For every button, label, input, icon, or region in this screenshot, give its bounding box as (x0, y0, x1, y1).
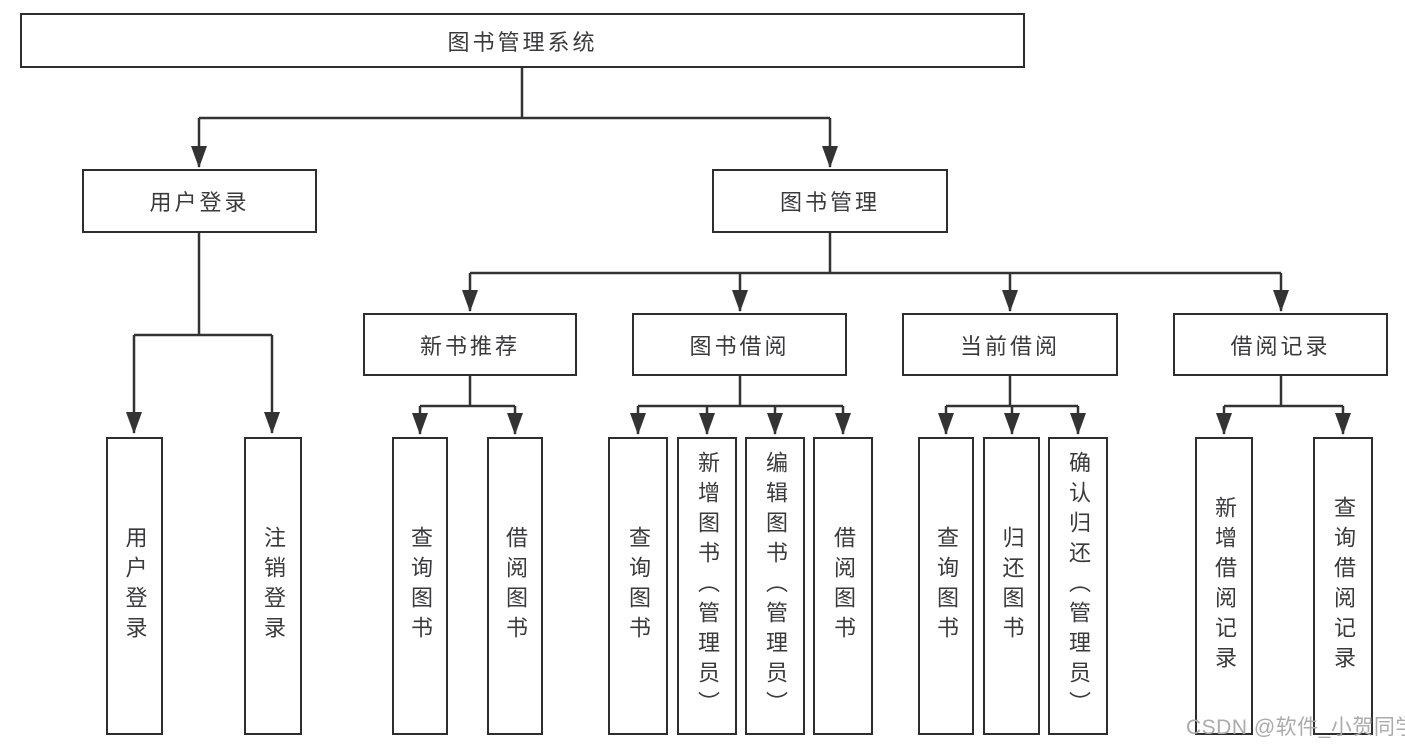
node-edit-books-admin-label: 编辑图书（管理员） (763, 451, 788, 721)
node-user-login: 用户登录 (82, 169, 317, 233)
node-query-books-borrow-label: 查询图书 (626, 526, 651, 646)
node-new-book-recommend-label: 新书推荐 (419, 333, 520, 359)
node-add-books-admin: 新增图书（管理员） (677, 437, 737, 735)
node-query-borrow-record: 查询借阅记录 (1313, 437, 1373, 735)
node-current-borrow: 当前借阅 (902, 313, 1118, 376)
node-add-borrow-record: 新增借阅记录 (1195, 437, 1253, 735)
node-book-management: 图书管理 (712, 169, 948, 233)
node-library-system-label: 图书管理系统 (447, 29, 598, 55)
node-book-borrow: 图书借阅 (632, 313, 847, 376)
node-current-borrow-label: 当前借阅 (959, 333, 1060, 359)
node-edit-books-admin: 编辑图书（管理员） (745, 437, 805, 735)
node-query-books-current: 查询图书 (918, 437, 974, 735)
node-query-books-recommend-label: 查询图书 (408, 526, 433, 646)
node-add-borrow-record-label: 新增借阅记录 (1212, 496, 1237, 676)
node-borrow-books-recommend: 借阅图书 (487, 437, 543, 735)
node-logout-leaf-label: 注销登录 (261, 526, 286, 646)
node-add-books-admin-label: 新增图书（管理员） (695, 451, 720, 721)
node-user-login-label: 用户登录 (149, 190, 250, 215)
node-user-login-leaf-label: 用户登录 (122, 526, 148, 646)
node-user-login-leaf: 用户登录 (106, 437, 163, 735)
node-borrow-books-leaf: 借阅图书 (813, 437, 873, 735)
node-borrow-records: 借阅记录 (1173, 313, 1388, 376)
node-library-system: 图书管理系统 (20, 13, 1025, 68)
node-borrow-books-leaf-label: 借阅图书 (831, 526, 856, 646)
node-query-books-borrow: 查询图书 (608, 437, 668, 735)
node-query-borrow-record-label: 查询借阅记录 (1331, 496, 1356, 676)
node-borrow-books-recommend-label: 借阅图书 (503, 526, 528, 646)
node-book-management-label: 图书管理 (779, 190, 880, 215)
node-confirm-return-admin-label: 确认归还（管理员） (1066, 451, 1091, 721)
node-logout-leaf: 注销登录 (244, 437, 302, 735)
node-query-books-current-label: 查询图书 (934, 526, 959, 646)
node-book-borrow-label: 图书借阅 (689, 333, 790, 359)
node-return-books-label: 归还图书 (999, 526, 1025, 646)
node-new-book-recommend: 新书推荐 (363, 313, 577, 376)
node-return-books: 归还图书 (983, 437, 1040, 735)
node-confirm-return-admin: 确认归还（管理员） (1048, 437, 1108, 735)
csdn-watermark: CSDN @软件_小贺同学 (1186, 716, 1405, 739)
node-query-books-recommend: 查询图书 (392, 437, 448, 735)
node-borrow-records-label: 借阅记录 (1230, 333, 1331, 359)
